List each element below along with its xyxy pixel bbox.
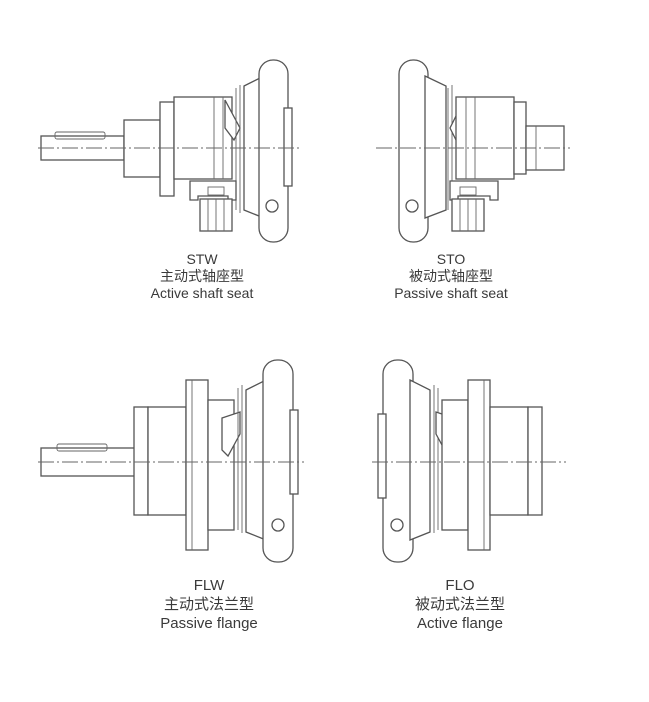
flw-keyway (56, 443, 108, 452)
flo-wheel-hub (377, 413, 387, 499)
caption-stw-code: STW (186, 251, 218, 267)
flo-body (489, 406, 529, 516)
caption-flw-en: Passive flange (160, 615, 258, 632)
caption-sto-code: STO (436, 251, 466, 267)
caption-sto-cn: 被动式轴座型 (409, 268, 493, 284)
flo-hub (441, 399, 469, 531)
caption-flw-cn: 主动式法兰型 (163, 596, 254, 613)
stw-keyway (54, 131, 106, 140)
caption-flo-code: FLO (445, 577, 475, 594)
caption-sto-en: Passive shaft seat (394, 285, 508, 301)
sto-wheel-hole (405, 199, 419, 213)
stw-wheel-hole (265, 199, 279, 213)
sto-drawing (376, 59, 570, 243)
flo-cone (409, 378, 431, 541)
stw-flange-plate (159, 101, 175, 197)
flw-wheel-hub (289, 409, 299, 495)
caption-flw: FLW 主动式法兰型 Passive flange (109, 576, 309, 633)
caption-stw-cn: 主动式轴座型 (160, 268, 244, 284)
flw-hand-wheel (262, 359, 294, 563)
flw-wheel-hole (271, 518, 285, 532)
caption-sto: STO 被动式轴座型 Passive shaft seat (351, 251, 551, 302)
flw-body (147, 406, 187, 516)
caption-stw-en: Active shaft seat (150, 285, 254, 301)
flo-wheel-hole (390, 518, 404, 532)
caption-flw-code: FLW (193, 577, 225, 594)
flo-boss-plate (527, 406, 543, 516)
flw-v-groove (221, 411, 241, 458)
sto-flange-plate (513, 101, 527, 175)
caption-stw: STW 主动式轴座型 Active shaft seat (102, 251, 302, 302)
flo-flange (467, 379, 491, 551)
sto-hand-wheel (398, 59, 429, 243)
stw-wheel-hub (283, 107, 293, 187)
sto-housing (455, 96, 515, 180)
sto-cone (424, 74, 447, 219)
sto-clamp (449, 180, 499, 201)
caption-flo-en: Active flange (417, 615, 503, 632)
caption-flo: FLO 被动式法兰型 Active flange (360, 576, 560, 633)
caption-flo-cn: 被动式法兰型 (414, 596, 505, 613)
stw-clamp (189, 180, 237, 201)
flw-flange (185, 379, 209, 551)
flw-boss-plate (133, 406, 149, 516)
flo-hand-wheel (382, 359, 414, 563)
flw-drawing (38, 359, 304, 563)
flo-drawing (372, 359, 566, 563)
stw-boss (123, 119, 161, 178)
stw-drawing (38, 59, 300, 243)
